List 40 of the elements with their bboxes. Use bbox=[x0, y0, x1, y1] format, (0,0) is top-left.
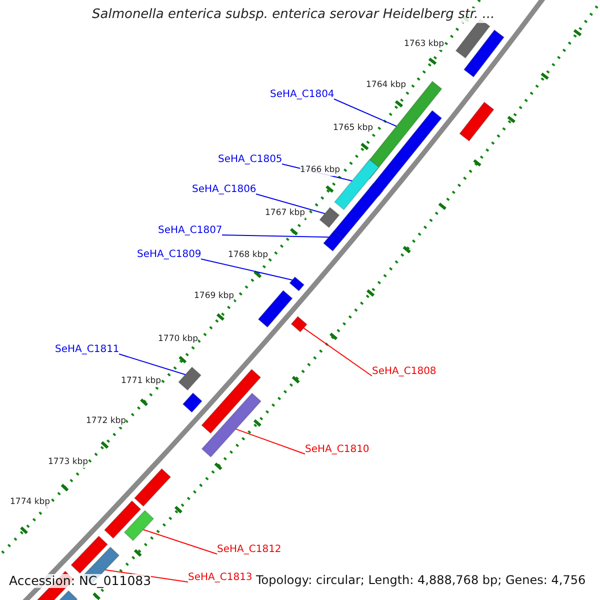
leader-line bbox=[118, 354, 186, 376]
leader-line bbox=[256, 194, 326, 214]
tick-label: 1768 kbp bbox=[228, 251, 268, 261]
tick-label: 1773 kbp bbox=[48, 458, 88, 468]
tick-label: 1774 kbp bbox=[10, 498, 50, 508]
accession-text: Accession: NC_011083 bbox=[9, 574, 152, 588]
gene-feature-bar bbox=[182, 392, 203, 413]
gene-feature-bar bbox=[289, 276, 305, 292]
tick-label: 1771 kbp bbox=[121, 377, 162, 387]
tick-label: 1767 kbp bbox=[265, 209, 306, 219]
tick-label: 1766 kbp bbox=[300, 166, 340, 176]
tick-label: 1769 kbp bbox=[194, 292, 234, 302]
tick-label: 1764 kbp bbox=[366, 81, 406, 91]
tick-label: 1763 kbp bbox=[404, 40, 444, 50]
tick-label: 1772 kbp bbox=[86, 417, 126, 427]
gene-label: SeHA_C1807 bbox=[158, 225, 222, 236]
gene-label: SeHA_C1805 bbox=[218, 154, 282, 166]
gene-label: SeHA_C1810 bbox=[305, 444, 370, 456]
leader-line bbox=[200, 258, 293, 280]
leader-line bbox=[222, 234, 330, 238]
leader-line bbox=[235, 428, 306, 454]
leader-line bbox=[303, 328, 372, 376]
gene-feature-bar bbox=[104, 500, 142, 539]
gene-label: SeHA_C1812 bbox=[217, 544, 282, 556]
tick-label: 1765 kbp bbox=[333, 124, 374, 134]
leader-line bbox=[334, 98, 397, 127]
genome-summary-text: Topology: circular; Length: 4,888,768 bp; Genes: 4,756 bbox=[256, 574, 586, 588]
gene-feature-bar bbox=[319, 206, 340, 228]
gene-label: SeHA_C1811 bbox=[55, 344, 120, 356]
gene-label: SeHA_C1813 bbox=[188, 572, 252, 584]
gene-feature-bar bbox=[70, 535, 108, 574]
tick-label: 1770 kbp bbox=[158, 335, 198, 345]
gene-label: SeHA_C1806 bbox=[192, 184, 256, 196]
gene-label: SeHA_C1809 bbox=[137, 249, 202, 260]
gene-feature-bar bbox=[290, 316, 308, 333]
gene-label: SeHA_C1804 bbox=[270, 89, 334, 100]
leader-line bbox=[142, 529, 218, 554]
gene-feature-bar bbox=[322, 230, 344, 252]
gene-label: SeHA_C1808 bbox=[372, 366, 436, 378]
gene-feature-bar bbox=[124, 510, 154, 542]
